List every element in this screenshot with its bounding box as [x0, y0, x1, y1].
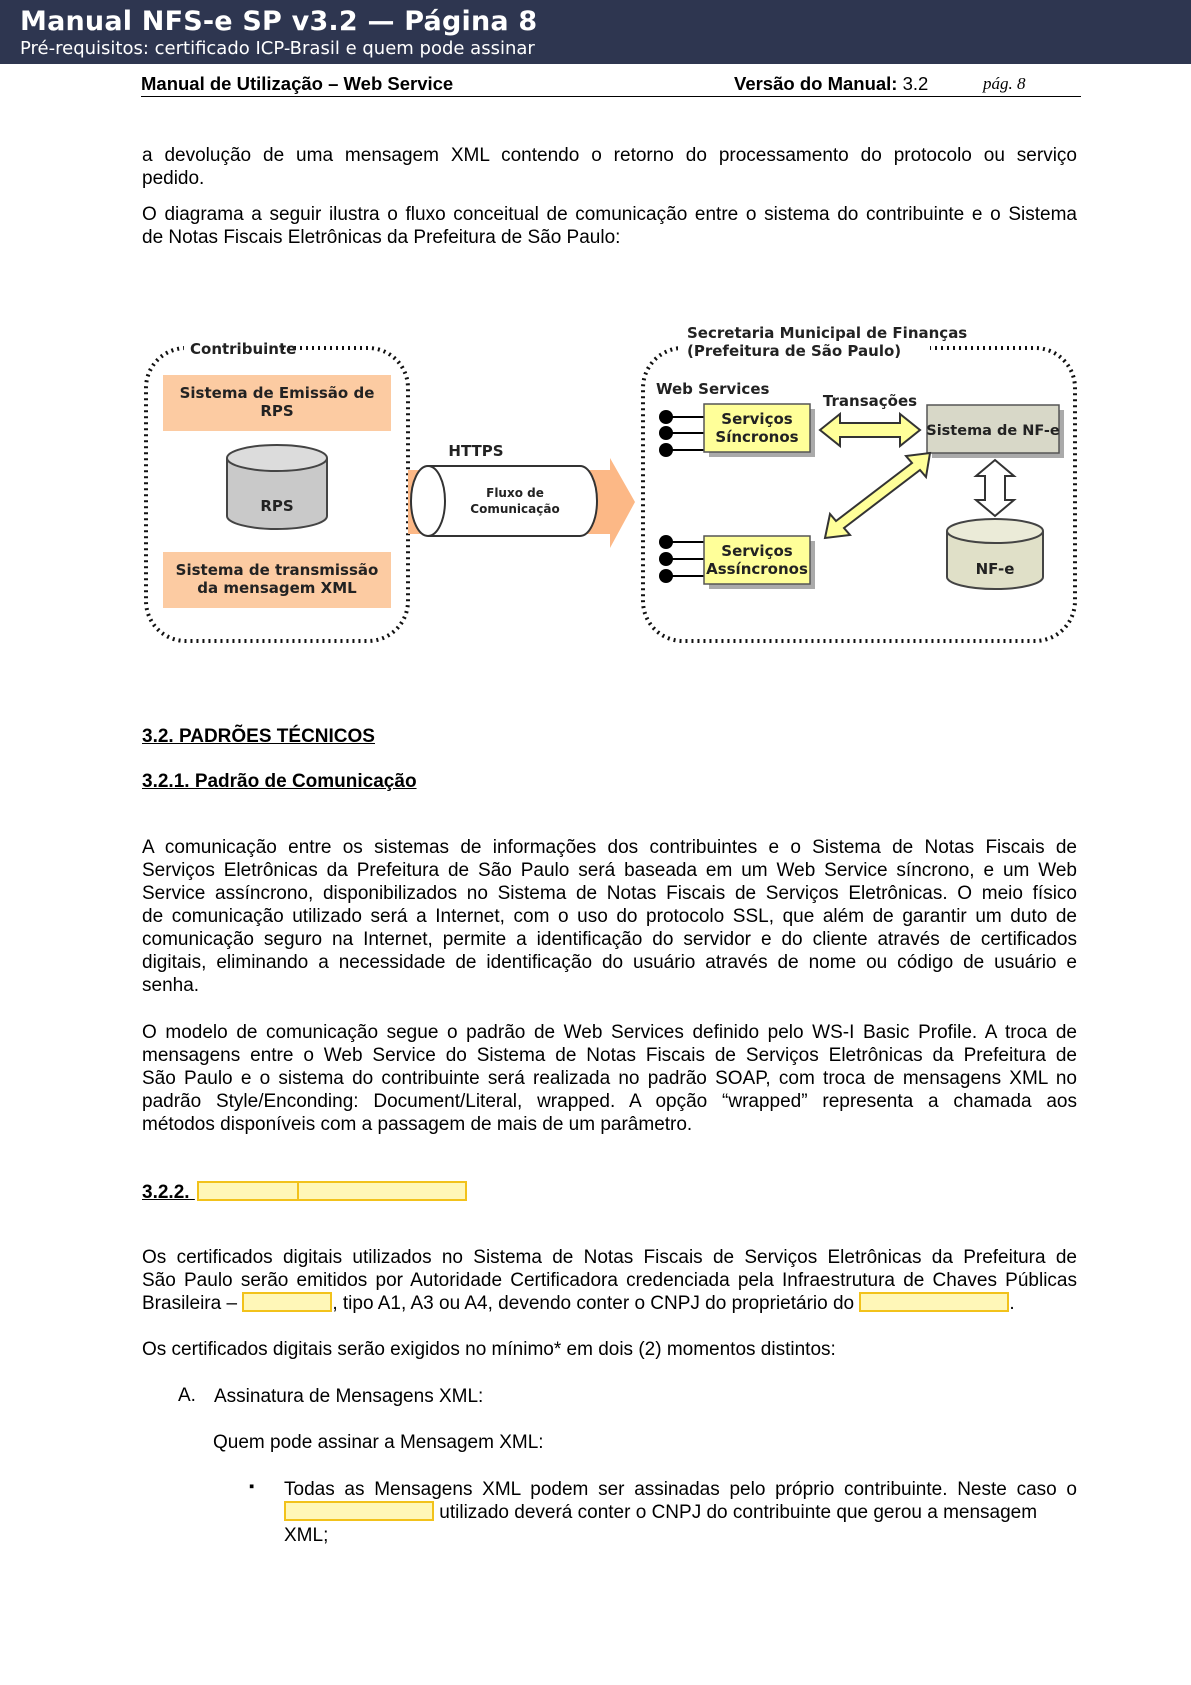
text-line: A comunicação entre os sistemas de infor… [142, 837, 1077, 858]
section-3-2-1-paragraph-2: O modelo de comunicação segue o padrão d… [142, 1021, 1077, 1136]
text-line: comunicação seguro na Internet, permite … [142, 929, 1077, 950]
rps-database-icon [226, 444, 328, 530]
redacted-text [242, 1292, 333, 1312]
section-3-2-1-heading: 3.2.1. Padrão de Comunicação [142, 771, 417, 792]
text-line-with-redaction: utilizado deverá conter o CNPJ do contri… [284, 1501, 1077, 1524]
bullet-icon: ▪ [249, 1478, 255, 1495]
text-line: métodos disponíveis com a passagem de ma… [142, 1114, 693, 1135]
transacoes-label: Transações [823, 392, 917, 410]
sync-transaction-arrow-icon [818, 411, 922, 449]
sistema-emissao-label-2: RPS [260, 402, 293, 420]
section-3-2-1-paragraph-1: A comunicação entre os sistemas de infor… [142, 836, 1077, 997]
text-line: senha. [142, 975, 200, 996]
sistema-emissao-box [163, 375, 391, 431]
text-line: de Notas Fiscais Eletrônicas da Prefeitu… [142, 227, 621, 248]
page-number: pág. 8 [983, 74, 1026, 93]
sistema-transmissao-label-2: da mensagem XML [197, 579, 357, 597]
text-line: Todas as Mensagens XML podem ser assinad… [284, 1479, 1077, 1500]
section-3-2-heading: 3.2. PADRÕES TÉCNICOS [142, 726, 375, 747]
top-banner: Manual NFS-e SP v3.2 — Página 8 Pré-requ… [0, 0, 1191, 64]
bullet-item: Todas as Mensagens XML podem ser assinad… [284, 1478, 1077, 1547]
servicos-assincronos-box [703, 535, 811, 585]
text-line: a devolução de uma mensagem XML contendo… [142, 145, 1077, 166]
web-services-label: Web Services [656, 380, 770, 398]
text-line: Assinatura de Mensagens XML: [214, 1386, 484, 1407]
nfe-database-icon [946, 518, 1044, 590]
banner-title: Manual NFS-e SP v3.2 — Página 8 [20, 6, 538, 37]
rps-database-label: RPS [260, 497, 293, 515]
redacted-text [284, 1501, 434, 1521]
sistema-emissao-label-1: Sistema de Emissão de [180, 384, 375, 402]
intro-paragraph-2: O diagrama a seguir ilustra o fluxo conc… [142, 203, 1077, 249]
nfe-database-label: NF-e [976, 560, 1015, 578]
contribuinte-title: Contribuinte [190, 340, 296, 358]
text-fragment: . [1009, 1293, 1015, 1314]
list-marker-a: A. [178, 1385, 196, 1406]
section-3-2-2-paragraph-2: Os certificados digitais serão exigidos … [142, 1338, 1077, 1361]
running-header-title: Manual de Utilização – Web Service [141, 73, 454, 94]
async-endpoints-icon [659, 535, 704, 583]
text-line-with-redactions: Brasileira – , tipo A1, A3 ou A4, devend… [142, 1292, 1077, 1315]
version-value: 3.2 [897, 73, 929, 94]
communication-flow-diagram: Contribuinte Sistema de Emissão de RPS R… [144, 320, 1077, 643]
text-line: São Paulo e o sistema do contribuinte se… [142, 1068, 1077, 1089]
text-line: O modelo de comunicação segue o padrão d… [142, 1022, 1077, 1043]
running-header-version: Versão do Manual: 3.2 [734, 73, 928, 95]
servicos-sincronos-label-2: Síncronos [715, 428, 798, 446]
text-line: Os certificados digitais serão exigidos … [142, 1339, 836, 1360]
text-line: XML; [284, 1525, 329, 1546]
text-line: São Paulo serão emitidos por Autoridade … [142, 1270, 1077, 1291]
servicos-assincronos-label-1: Serviços [721, 542, 792, 560]
text-fragment: , tipo A1, A3 ou A4, devendo conter o CN… [332, 1293, 860, 1314]
text-fragment: Brasileira – [142, 1293, 243, 1314]
list-item-a: Assinatura de Mensagens XML: [214, 1385, 1014, 1408]
text-fragment: utilizado deverá conter o CNPJ do contri… [434, 1502, 1038, 1523]
fluxo-pipe-icon [410, 465, 598, 537]
sistema-nfe-label: Sistema de NF-e [926, 423, 1060, 439]
redacted-text [296, 1181, 467, 1201]
text-line: de comunicação utilizado será a Internet… [142, 906, 1077, 927]
secretaria-title-2: (Prefeitura de São Paulo) [687, 342, 901, 360]
banner-subtitle: Pré-requisitos: certificado ICP-Brasil e… [20, 38, 535, 59]
section-3-2-2-paragraph-1: Os certificados digitais utilizados no S… [142, 1246, 1077, 1315]
secretaria-title-1: Secretaria Municipal de Finanças [687, 324, 967, 342]
sistema-transmissao-box [163, 552, 391, 608]
fluxo-label-1: Fluxo de [486, 486, 544, 500]
text-line: pedido. [142, 168, 205, 189]
text-line: Os certificados digitais utilizados no S… [142, 1247, 1077, 1268]
https-label: HTTPS [448, 442, 503, 460]
text-line: padrão Style/Enconding: Document/Literal… [142, 1091, 1077, 1112]
section-3-2-2-heading: 3.2.2. [142, 1181, 467, 1204]
text-line: O diagrama a seguir ilustra o fluxo conc… [142, 204, 1077, 225]
async-transaction-arrow-icon [823, 451, 932, 540]
nfe-db-arrow-icon [973, 458, 1017, 518]
servicos-sincronos-box [703, 403, 811, 453]
version-label: Versão do Manual: [734, 73, 898, 94]
text-line: Serviços Eletrônicas da Prefeitura de Sã… [142, 860, 1077, 881]
fluxo-label-2: Comunicação [470, 502, 559, 516]
sistema-transmissao-label-1: Sistema de transmissão [176, 561, 379, 579]
quem-pode-assinar: Quem pode assinar a Mensagem XML: [213, 1431, 1013, 1454]
text-line: Quem pode assinar a Mensagem XML: [213, 1432, 544, 1453]
running-header: Manual de Utilização – Web Service Versã… [141, 70, 1081, 97]
redacted-text [859, 1292, 1010, 1312]
text-line: Service assíncrono, disponibilizados no … [142, 883, 1077, 904]
servicos-assincronos-label-2: Assíncronos [706, 560, 808, 578]
text-line: digitais, eliminando a necessidade de id… [142, 952, 1077, 973]
sync-endpoints-icon [659, 410, 704, 457]
redacted-text [196, 1181, 299, 1201]
sistema-nfe-box [926, 404, 1060, 454]
servicos-sincronos-label-1: Serviços [721, 410, 792, 428]
intro-paragraph-1: a devolução de uma mensagem XML contendo… [142, 144, 1077, 190]
section-3-2-2-number: 3.2.2. [142, 1182, 190, 1203]
text-line: mensagens entre o Web Service do Sistema… [142, 1045, 1077, 1066]
